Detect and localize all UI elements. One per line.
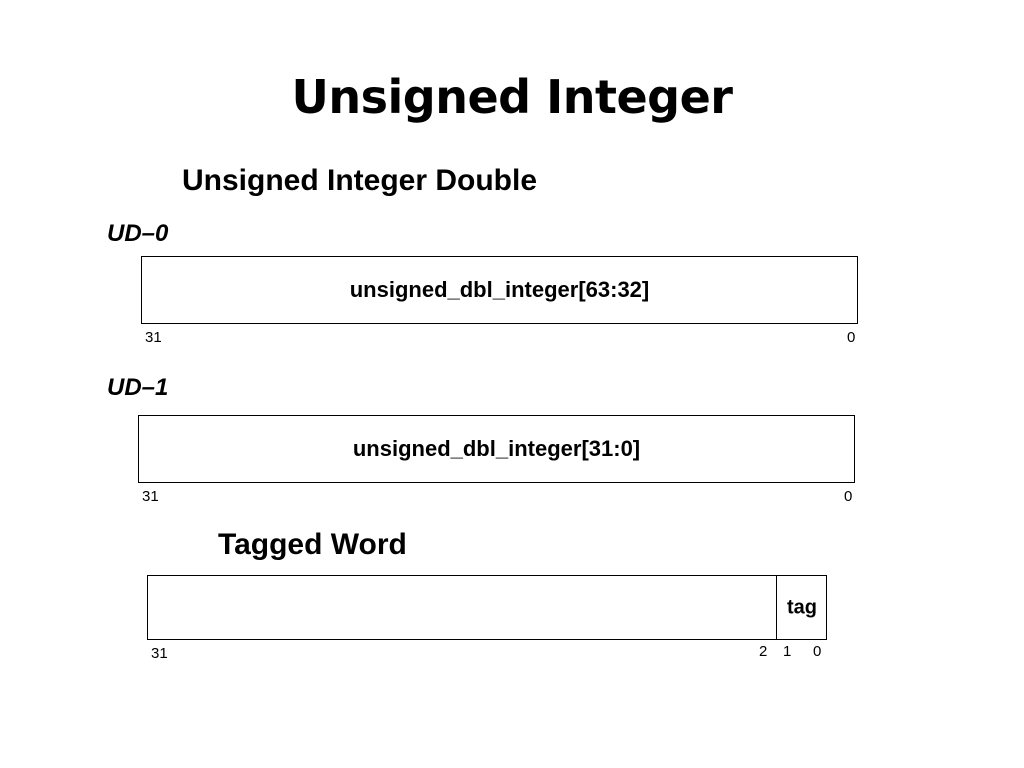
register-box-ud1: unsigned_dbl_integer[31:0] [138, 415, 855, 483]
tagged-word-box: tag [147, 575, 827, 640]
tag-field-label: tag [787, 596, 817, 618]
bit-label-ud0-low: 0 [847, 329, 856, 346]
tag-field-divider [776, 576, 777, 639]
bit-label-tagged-1: 1 [783, 643, 792, 660]
bit-label-ud1-high: 31 [142, 488, 159, 505]
bit-label-ud0-high: 31 [145, 329, 162, 346]
bit-label-tagged-31: 31 [151, 645, 168, 662]
register-label-ud0: UD–0 [107, 220, 169, 247]
bit-label-tagged-0: 0 [813, 643, 822, 660]
register-field-ud0: unsigned_dbl_integer[63:32] [349, 277, 650, 302]
register-label-ud1: UD–1 [107, 374, 169, 401]
tagged-word-heading: Tagged Word [218, 528, 407, 561]
bit-label-tagged-2: 2 [759, 643, 768, 660]
figure-heading: Unsigned Integer Double [182, 164, 538, 197]
register-box-ud0: unsigned_dbl_integer[63:32] [141, 256, 858, 324]
slide-title: Unsigned Integer [291, 70, 733, 124]
register-field-ud1: unsigned_dbl_integer[31:0] [352, 436, 641, 461]
bit-label-ud1-low: 0 [844, 488, 853, 505]
